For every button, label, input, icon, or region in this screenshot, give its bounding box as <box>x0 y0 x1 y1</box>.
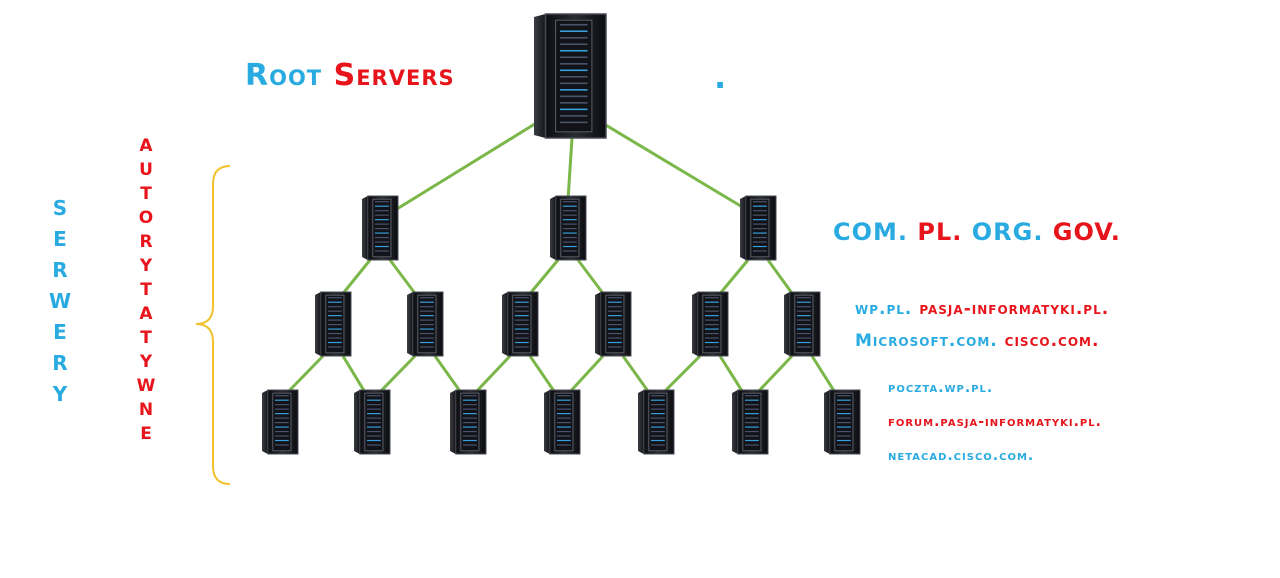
server-rack-icon <box>534 13 607 139</box>
second-level-row-2: Microsoft.com. cisco.com. <box>855 331 1099 351</box>
link-line <box>766 259 796 297</box>
root-label-part1: Root <box>245 58 323 93</box>
server-rack-icon <box>544 389 581 455</box>
vertical-letter: A <box>139 304 153 324</box>
vertical-letter: U <box>139 160 153 180</box>
domain-label: ORG. <box>971 218 1044 246</box>
link-line <box>388 259 419 297</box>
server-rack-icon <box>638 389 675 455</box>
domain-label: Microsoft.com. <box>855 331 998 351</box>
link-line <box>391 120 539 214</box>
vertical-letter: E <box>140 424 152 444</box>
root-dot-label: . <box>714 58 728 96</box>
vertical-letter: E <box>53 227 67 251</box>
curly-bracket-icon <box>195 165 231 485</box>
vertical-letter: O <box>138 208 154 228</box>
server-rack-icon <box>502 291 539 357</box>
link-line <box>718 355 746 395</box>
vertical-letter: A <box>139 136 153 156</box>
vertical-letter: E <box>53 320 67 344</box>
vertical-letter: Y <box>52 382 68 406</box>
link-line <box>284 354 325 396</box>
domain-label: PL. <box>917 218 963 246</box>
link-line <box>716 259 750 297</box>
server-rack-icon <box>450 389 487 455</box>
link-line <box>376 354 417 396</box>
server-rack-icon <box>595 291 632 357</box>
vertical-letter: R <box>52 351 68 375</box>
server-rack-icon <box>407 291 444 357</box>
vertical-letter: T <box>140 280 152 300</box>
server-rack-icon <box>315 291 352 357</box>
server-rack-icon <box>784 291 821 357</box>
domain-label: GOV. <box>1052 218 1121 246</box>
curly-bracket-icon <box>195 165 231 485</box>
domain-label: cisco.com. <box>1004 331 1100 351</box>
tld-labels: COM. PL. ORG. GOV. <box>833 218 1121 246</box>
link-line <box>472 354 512 396</box>
server-rack-icon <box>732 389 769 455</box>
third-level-label: netacad.cisco.com. <box>888 448 1035 464</box>
vertical-letter: T <box>140 184 152 204</box>
link-line <box>621 355 652 395</box>
server-rack-icon <box>740 195 777 261</box>
vertical-letter: R <box>139 232 153 252</box>
vertical-letter: T <box>140 328 152 348</box>
server-rack-icon <box>354 389 391 455</box>
link-line <box>603 122 745 210</box>
link-line <box>433 355 464 395</box>
second-level-row-1: wp.pl. pasja-informatyki.pl. <box>855 299 1109 319</box>
link-line <box>566 137 574 201</box>
link-line <box>810 355 838 395</box>
vertical-letter: R <box>52 258 68 282</box>
link-line <box>566 354 605 396</box>
domain-label: pasja-informatyki.pl. <box>919 299 1110 319</box>
link-line <box>528 355 558 395</box>
server-nodes <box>262 13 861 455</box>
vertical-letter: Y <box>139 256 153 276</box>
server-rack-icon <box>824 389 861 455</box>
third-level-label: forum.pasja-informatyki.pl. <box>888 414 1102 430</box>
server-rack-icon <box>550 195 587 261</box>
root-servers-label: Root Servers <box>245 58 455 93</box>
domain-label: wp.pl. <box>855 299 913 319</box>
vertical-letter: Y <box>139 352 153 372</box>
link-line <box>660 354 702 396</box>
server-rack-icon <box>362 195 399 261</box>
link-line <box>576 259 607 297</box>
server-rack-icon <box>262 389 299 455</box>
root-label-part2: Servers <box>333 58 455 93</box>
connection-links <box>284 120 838 396</box>
link-line <box>341 355 368 395</box>
domain-label: COM. <box>833 218 909 246</box>
link-line <box>754 354 794 396</box>
vertical-letter: N <box>138 400 154 420</box>
server-rack-icon <box>692 291 729 357</box>
link-line <box>526 259 560 297</box>
vertical-letter: S <box>52 196 68 220</box>
vertical-letter: W <box>136 376 156 396</box>
third-level-label: poczta.wp.pl. <box>888 380 994 396</box>
vertical-letter: W <box>48 289 72 313</box>
link-line <box>339 259 372 297</box>
